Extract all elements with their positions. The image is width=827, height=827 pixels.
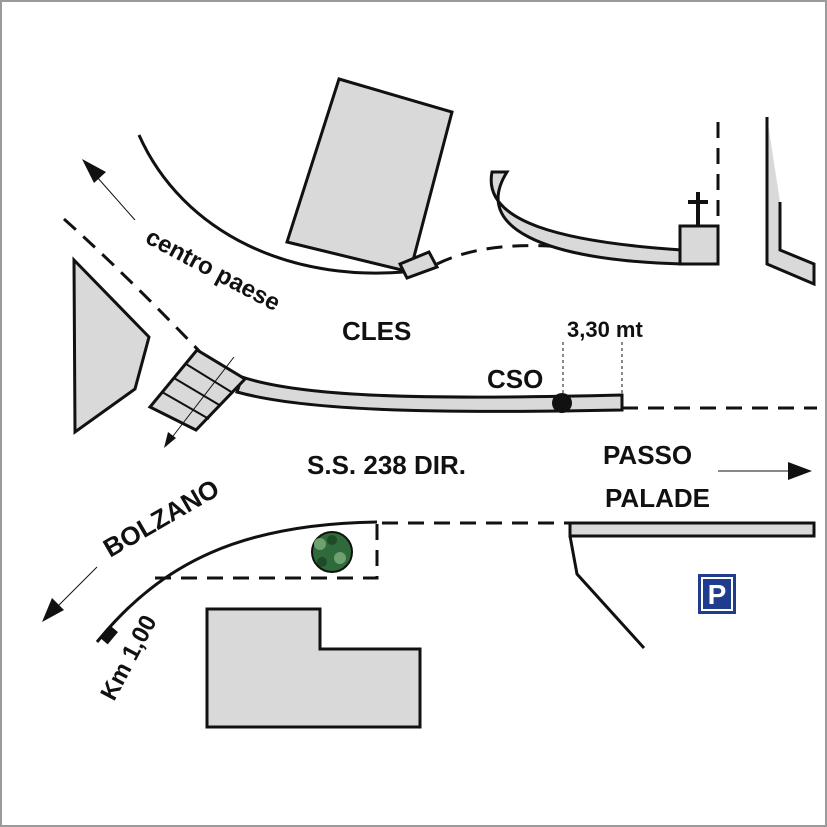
arrow-south-icon — [42, 598, 64, 622]
upper-left-dashed-edge — [62, 217, 204, 356]
layby-dashed — [152, 524, 379, 580]
tree-icon — [311, 531, 353, 573]
side-street-curb — [765, 117, 816, 287]
label-width: 3,30 mt — [567, 317, 643, 342]
stairs-arrow-line — [169, 356, 235, 441]
parking-edge — [568, 535, 646, 650]
label-cles: CLES — [342, 316, 411, 346]
north-road-edge — [137, 134, 423, 275]
stairs — [147, 348, 248, 432]
side-road-dashed — [436, 244, 603, 266]
building-top-center — [285, 77, 454, 274]
curb-stub — [397, 250, 440, 280]
arrow-east-icon — [788, 462, 812, 480]
south-road-edge — [95, 520, 378, 643]
label-km: Km 1,00 — [95, 611, 162, 705]
building-bottom — [205, 607, 422, 729]
building-left — [72, 256, 151, 435]
central-sidewalk — [235, 375, 624, 413]
east-sidewalk — [568, 521, 816, 538]
label-passo: PASSO — [603, 440, 692, 470]
arrow-south-line — [56, 566, 98, 608]
parking-icon-letter: P — [708, 579, 727, 610]
chapel-sidewalk — [489, 170, 684, 266]
parking-icon: P — [698, 574, 736, 614]
label-cso: CSO — [487, 364, 543, 394]
arrow-north-icon — [82, 159, 106, 183]
cso-point — [552, 393, 572, 413]
chapel — [678, 224, 720, 266]
label-road-number: S.S. 238 DIR. — [307, 450, 466, 480]
stairs-arrow-head — [164, 432, 176, 448]
label-bolzano: BOLZANO — [98, 473, 224, 563]
arrow-north-line — [96, 176, 136, 221]
km-marker — [100, 625, 118, 645]
label-centro-paese: centro paese — [141, 223, 284, 316]
label-palade: PALADE — [605, 483, 710, 513]
